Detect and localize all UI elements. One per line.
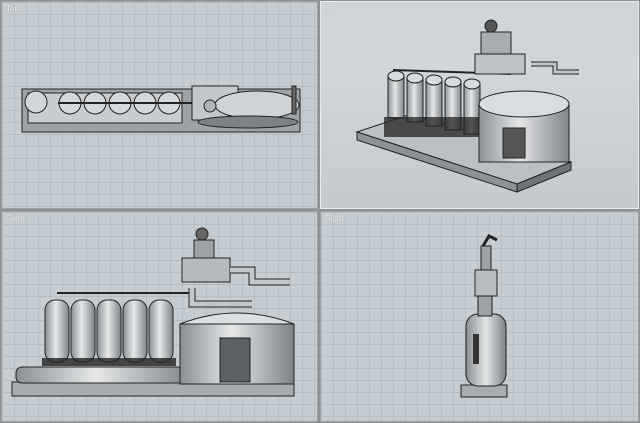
viewport-perspective[interactable]: 3D [320, 1, 639, 209]
top-view-model[interactable] [2, 2, 318, 209]
viewport-label-top: Top [6, 4, 19, 13]
viewport-label-front: Front [6, 214, 25, 223]
viewport-label-right: Right [325, 214, 344, 223]
front-view-model[interactable] [2, 212, 318, 422]
perspective-view-model[interactable] [321, 2, 639, 209]
viewport-top[interactable]: Top [1, 1, 318, 209]
viewport-front[interactable]: Front [1, 211, 318, 422]
right-view-model[interactable] [321, 212, 639, 422]
viewport-right[interactable]: Right [320, 211, 639, 422]
viewport-label-3d: 3D [325, 4, 336, 13]
